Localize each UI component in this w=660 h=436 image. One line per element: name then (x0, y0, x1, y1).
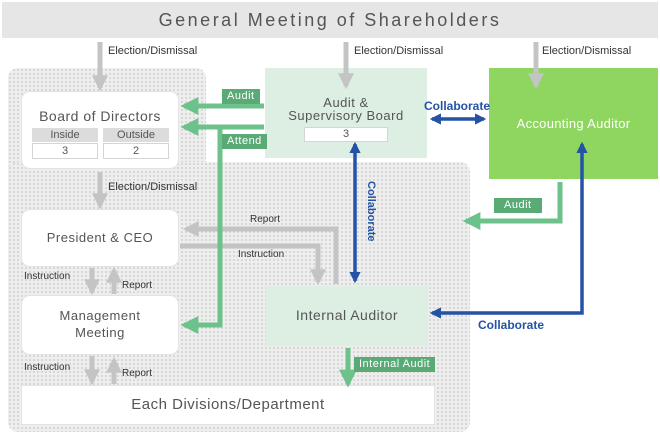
election-label-audit-board: Election/Dismissal (354, 45, 444, 57)
election-label-president: Election/Dismissal (108, 181, 198, 193)
internal-audit-tag: Internal Audit (354, 357, 436, 372)
collaborate-label-vertical: Collaborate (365, 181, 377, 242)
audit-board-title-line2: Supervisory Board (288, 108, 404, 123)
report-label-2: Report (122, 368, 153, 379)
divisions-department-title: Each Divisions/Department (131, 396, 325, 413)
president-ceo-title: President & CEO (46, 230, 154, 245)
election-label-accounting: Election/Dismissal (542, 45, 632, 57)
instruction-label-2: Instruction (24, 362, 71, 373)
audit-board-count: 3 (304, 127, 388, 142)
report-arrow-to-president (182, 220, 339, 284)
audit-tag-board: Audit (222, 89, 260, 104)
internal-auditor-title: Internal Auditor (295, 307, 399, 323)
general-meeting-banner: General Meeting of Shareholders (2, 2, 658, 38)
outside-label: Outside (103, 128, 169, 142)
inside-count: 3 (32, 143, 98, 159)
internal-auditor-box: Internal Auditor (266, 286, 428, 346)
attend-arrow-to-management (180, 124, 240, 334)
board-of-directors-box: Board of Directors Inside Outside 3 2 (22, 92, 178, 168)
audit-tag-accounting: Audit (494, 198, 542, 213)
instruction-arrow-to-internal (180, 243, 327, 286)
attend-tag: Attend (222, 134, 267, 149)
collaborate-label-accounting-internal: Collaborate (478, 318, 545, 332)
accounting-auditor-title: Accounting Auditor (516, 116, 631, 131)
collaborate-label-horizontal: Collaborate (424, 99, 491, 113)
management-meeting-title-line2: Meeting (75, 325, 125, 340)
audit-supervisory-board-box: Audit & Supervisory Board 3 (265, 68, 427, 158)
management-meeting-title-line1: Management (59, 308, 141, 323)
collaborate-arrow-accounting-internal (429, 141, 588, 319)
instruction-label-1: Instruction (24, 271, 71, 282)
board-of-directors-title: Board of Directors (39, 108, 161, 124)
audit-board-title-line1: Audit & (323, 95, 369, 110)
president-ceo-box: President & CEO (22, 210, 178, 266)
report-label-1: Report (122, 280, 153, 291)
report-label-to-president: Report (250, 214, 281, 225)
management-meeting-box: Management Meeting (22, 296, 178, 354)
election-label-board: Election/Dismissal (108, 45, 198, 57)
inside-label: Inside (32, 128, 98, 142)
general-meeting-title: General Meeting of Shareholders (158, 9, 502, 30)
outside-count: 2 (103, 143, 169, 159)
instruction-label-to-internal: Instruction (238, 249, 285, 260)
divisions-department-box: Each Divisions/Department (22, 386, 434, 424)
